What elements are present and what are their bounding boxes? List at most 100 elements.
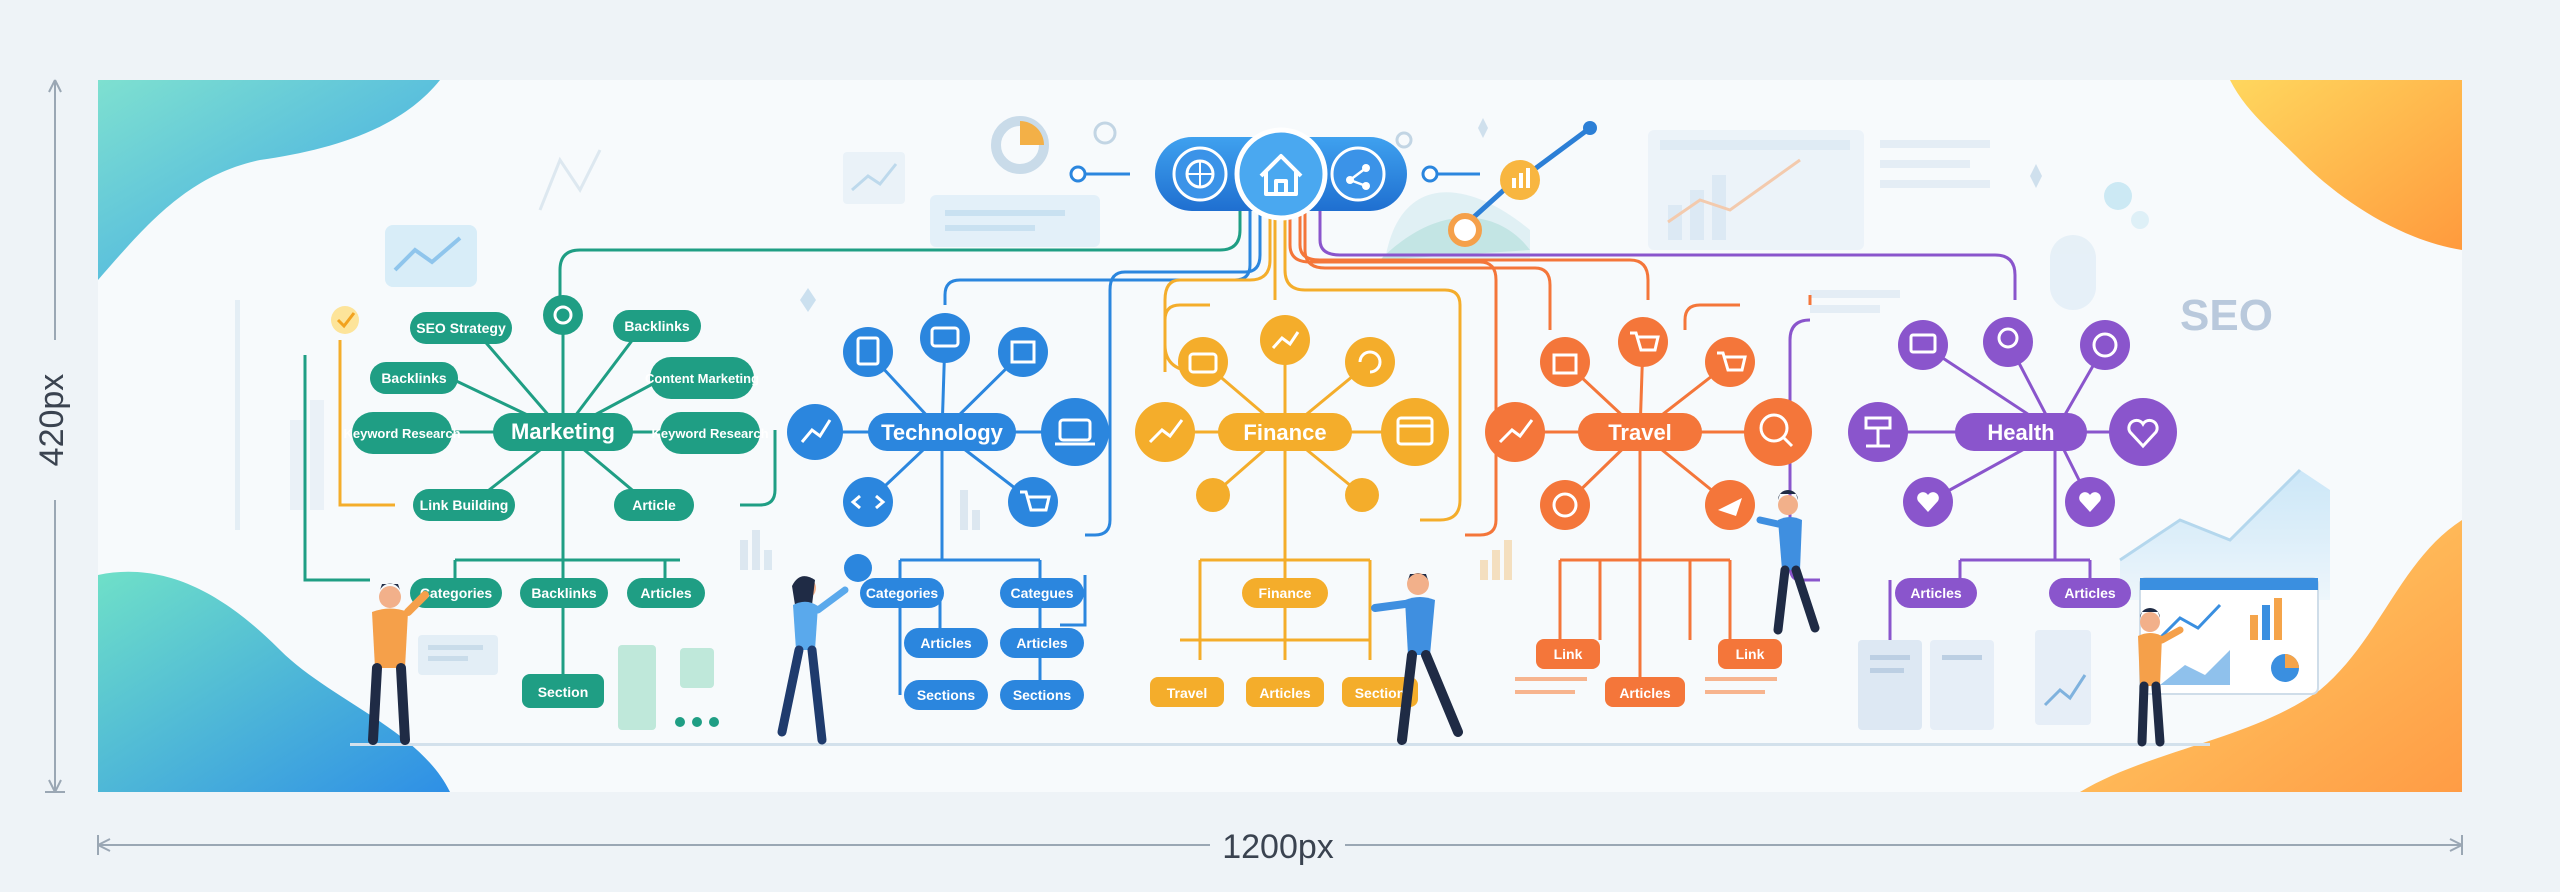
pill-tech-articles-2[interactable] bbox=[1000, 628, 1084, 658]
pill-seo-strategy-text: SEO Strategy bbox=[416, 320, 506, 336]
monitor-icon bbox=[1898, 320, 1948, 370]
pill-finance-articles[interactable] bbox=[1246, 677, 1324, 707]
pill-travel[interactable] bbox=[1150, 677, 1224, 707]
pill-finance-text: Finance bbox=[1259, 585, 1312, 601]
gear-icon bbox=[543, 295, 583, 335]
pill-finance-section-text: Section bbox=[1355, 685, 1406, 701]
hub-bar bbox=[1069, 127, 1480, 221]
refresh-icon bbox=[1345, 337, 1395, 387]
pill-health-articles-1[interactable] bbox=[1895, 578, 1977, 608]
pill-tech-articles-1[interactable] bbox=[904, 628, 988, 658]
background-decor bbox=[235, 130, 2330, 600]
pill-tech-articles-1-text: Articles bbox=[920, 635, 972, 651]
globe-icon bbox=[1540, 480, 1590, 530]
blob-bottom-left bbox=[98, 571, 450, 792]
pill-health-articles-2[interactable] bbox=[2049, 578, 2131, 608]
person-left bbox=[368, 583, 429, 745]
pill-backlinks-1[interactable] bbox=[613, 310, 701, 342]
blob-top-left bbox=[98, 80, 440, 280]
blob-top-right bbox=[2230, 80, 2462, 250]
pill-article[interactable] bbox=[614, 489, 694, 521]
pill-keyword-research-1[interactable] bbox=[352, 412, 452, 454]
pill-link-2-text: Link bbox=[1736, 646, 1765, 662]
globe-hand-icon bbox=[1983, 317, 2033, 367]
globe-search-icon bbox=[1744, 398, 1812, 466]
pill-section[interactable] bbox=[522, 674, 604, 708]
home-icon bbox=[1259, 154, 1303, 196]
cluster-title-technology bbox=[868, 413, 1016, 451]
cluster-title-marketing bbox=[493, 413, 633, 451]
blob-bottom-right bbox=[2080, 520, 2462, 792]
globe-icon bbox=[2080, 320, 2130, 370]
pill-tech-sections-2[interactable] bbox=[1000, 680, 1084, 710]
pill-tech-sections-1[interactable] bbox=[904, 680, 988, 710]
pill-backlinks-3-text: Backlinks bbox=[531, 585, 597, 601]
pill-link-2[interactable] bbox=[1718, 639, 1782, 669]
cluster-title-health bbox=[1955, 413, 2087, 451]
person-tech bbox=[777, 576, 849, 745]
person-right bbox=[2137, 608, 2184, 747]
pill-backlinks-2[interactable] bbox=[370, 362, 458, 394]
pill-articles[interactable] bbox=[627, 578, 705, 608]
pill-travel-articles[interactable] bbox=[1605, 677, 1685, 707]
pill-travel-text: Travel bbox=[1167, 685, 1207, 701]
node-dot bbox=[1345, 478, 1379, 512]
gift-icon bbox=[1540, 337, 1590, 387]
pill-backlinks-1-text: Backlinks bbox=[624, 318, 690, 334]
pill-health-articles-2-text: Articles bbox=[2064, 585, 2116, 601]
pill-section-text: Section bbox=[538, 684, 589, 700]
checkmark-badge-icon bbox=[331, 306, 359, 334]
pill-link-1-text: Link bbox=[1554, 646, 1583, 662]
cart-icon bbox=[1008, 477, 1058, 527]
pill-link-building-text: Link Building bbox=[420, 497, 509, 513]
pie-chart-slice bbox=[1020, 121, 1044, 145]
pill-finance-section[interactable] bbox=[1342, 677, 1418, 707]
pill-link-1[interactable] bbox=[1536, 639, 1600, 669]
pill-content-marketing[interactable] bbox=[650, 357, 754, 399]
cluster-health: Health Articles Articles bbox=[1848, 317, 2319, 730]
marketing-title-text: Marketing bbox=[511, 419, 615, 444]
pill-link-building[interactable] bbox=[413, 489, 515, 521]
cluster-technology: Technology Categories Categues Articles … bbox=[787, 313, 1109, 710]
pill-seo-strategy[interactable] bbox=[410, 312, 512, 344]
pill-finance-articles-text: Articles bbox=[1259, 685, 1311, 701]
pill-article-text: Article bbox=[632, 497, 676, 513]
travel-title-text: Travel bbox=[1608, 420, 1672, 445]
node-dot bbox=[1196, 478, 1230, 512]
pill-tech-categories[interactable] bbox=[860, 578, 944, 608]
pill-health-articles-1-text: Articles bbox=[1910, 585, 1962, 601]
gear-screen-icon bbox=[920, 313, 970, 363]
pill-tech-categues-text: Categues bbox=[1010, 585, 1073, 601]
heart-hands-icon bbox=[2109, 398, 2177, 466]
home-button[interactable] bbox=[1234, 127, 1328, 221]
watermark-seo: SEO bbox=[2180, 291, 2273, 340]
laptop-icon bbox=[1041, 398, 1109, 466]
chart-icon bbox=[998, 327, 1048, 377]
pill-categories[interactable] bbox=[410, 578, 502, 608]
pill-tech-articles-2-text: Articles bbox=[1016, 635, 1068, 651]
pill-backlinks-2-text: Backlinks bbox=[381, 370, 447, 386]
cluster-travel: Travel Link Link Articles bbox=[1485, 317, 1812, 707]
person-travel bbox=[1756, 490, 1820, 635]
ground-line bbox=[350, 743, 2210, 746]
pill-tech-categories-text: Categories bbox=[866, 585, 939, 601]
height-label: 420px bbox=[33, 374, 71, 467]
finance-title-text: Finance bbox=[1243, 420, 1326, 445]
width-dimension: 1200px bbox=[97, 828, 2463, 866]
cluster-marketing: Marketing SEO Strategy Backlinks Content… bbox=[343, 295, 769, 730]
pill-tech-categues[interactable] bbox=[1000, 578, 1084, 608]
technology-title-text: Technology bbox=[881, 420, 1004, 445]
pill-keyword-research-2-text: Keyword Research bbox=[651, 426, 768, 441]
pill-backlinks-3[interactable] bbox=[520, 578, 608, 608]
cluster-finance: Finance Finance Travel Articles Section bbox=[1135, 315, 1449, 707]
document-icon bbox=[843, 327, 893, 377]
pill-keyword-research-2[interactable] bbox=[660, 412, 760, 454]
pill-tech-sections-1-text: Sections bbox=[917, 687, 976, 703]
pill-content-marketing-text: Content Marketing bbox=[645, 371, 759, 386]
health-title-text: Health bbox=[1987, 420, 2054, 445]
height-dimension: 420px bbox=[33, 79, 71, 793]
pill-finance[interactable] bbox=[1242, 578, 1328, 608]
pill-keyword-research-1-text: Keyword Research bbox=[343, 426, 460, 441]
code-icon bbox=[843, 477, 893, 527]
